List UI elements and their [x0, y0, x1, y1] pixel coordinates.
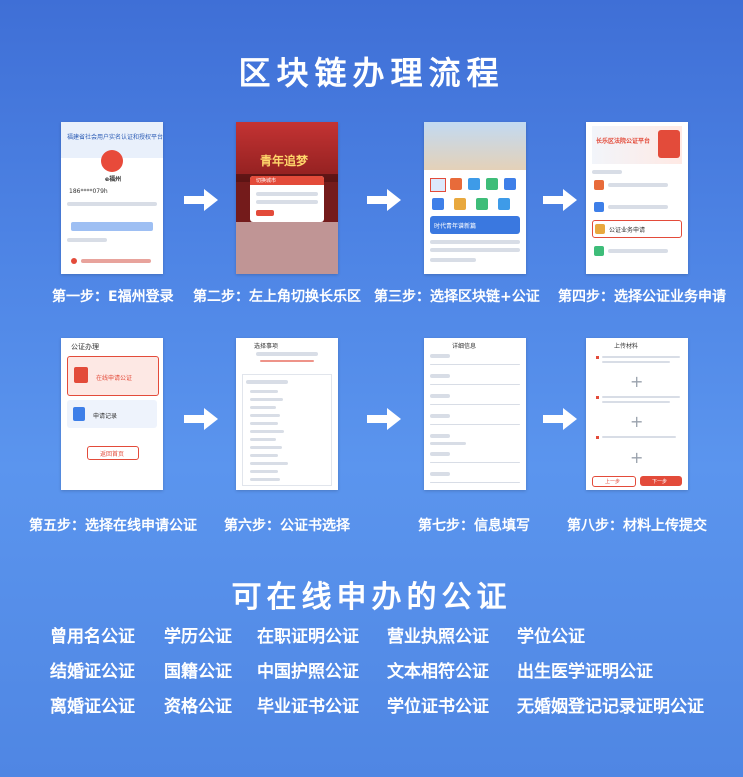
upload-plus-icon: + [630, 412, 644, 431]
upload-plus-icon: + [630, 372, 644, 391]
step1-phone: 186****079h [69, 188, 108, 195]
arrow-right-icon [367, 408, 401, 430]
cert-item: 资格公证 [164, 697, 232, 717]
step2-screen-title: 青年追梦 [260, 154, 309, 168]
cert-item: 营业执照公证 [387, 627, 489, 647]
process-title: 区块链办理流程 [238, 54, 505, 92]
step5-records-card: 申请记录 [67, 400, 157, 428]
cert-item: 学位证书公证 [387, 697, 489, 717]
step3-screenshot: 时代青年谱新篇 [424, 122, 526, 274]
step7-screenshot: 详细信息 [424, 338, 526, 490]
cert-item: 出生医学证明公证 [517, 662, 653, 682]
cert-row: 离婚证公证 资格公证 毕业证书公证 学位证书公证 无婚姻登记记录证明公证 [0, 692, 743, 720]
step8-screen-title: 上传材料 [614, 343, 639, 350]
efuzhou-logo-icon [101, 150, 123, 172]
step5-online-apply-card: 在线申请公证 [67, 356, 159, 396]
certs-title: 可在线申办的公证 [231, 580, 512, 615]
step3-label: 第三步：选择区块链+公证 [374, 289, 540, 305]
step8-screenshot: 上传材料 + + + 上一步 下一步 [586, 338, 688, 490]
cert-item: 无婚姻登记记录证明公证 [517, 697, 704, 717]
step6-screen-title: 选择事项 [254, 343, 279, 350]
arrow-right-icon [543, 408, 577, 430]
step3-banner: 时代青年谱新篇 [430, 216, 520, 234]
step1-app-name: 福建省社会用户实名认证和授权平台 [67, 134, 163, 141]
step7-screen-title: 详细信息 [452, 343, 477, 350]
step5-screenshot: 公证办理 在线申请公证 申请记录 返回首页 [61, 338, 163, 490]
step5-screen-title: 公证办理 [71, 343, 99, 351]
cert-item: 学位公证 [517, 627, 585, 647]
step7-label: 第七步：信息填写 [418, 518, 530, 534]
step2-label: 第二步：左上角切换长乐区 [193, 289, 361, 305]
cert-item: 曾用名公证 [50, 627, 135, 647]
step1-screen-title: e福州 [105, 176, 122, 183]
cert-item: 在职证明公证 [257, 627, 359, 647]
step5-home-button: 返回首页 [87, 446, 139, 460]
cert-item: 文本相符公证 [387, 662, 489, 682]
arrow-right-icon [184, 189, 218, 211]
cert-item: 毕业证书公证 [257, 697, 359, 717]
step8-prev-button: 上一步 [592, 476, 636, 487]
step2-city-popup: 切换城市 [250, 176, 324, 222]
cert-row: 曾用名公证 学历公证 在职证明公证 营业执照公证 学位公证 [0, 622, 743, 650]
cert-item: 国籍公证 [164, 662, 232, 682]
step8-next-button: 下一步 [640, 476, 682, 486]
upload-plus-icon: + [630, 448, 644, 467]
step1-login-button [71, 222, 153, 231]
arrow-right-icon [543, 189, 577, 211]
cert-item: 学历公证 [164, 627, 232, 647]
cert-item: 中国护照公证 [257, 662, 359, 682]
cert-item: 离婚证公证 [50, 697, 135, 717]
step2-screenshot: 青年追梦 切换城市 [236, 122, 338, 274]
cert-row: 结婚证公证 国籍公证 中国护照公证 文本相符公证 出生医学证明公证 [0, 657, 743, 685]
step1-screenshot: 福建省社会用户实名认证和授权平台 e福州 186****079h [61, 122, 163, 274]
step5-label: 第五步：选择在线申请公证 [29, 518, 197, 534]
step4-label: 第四步：选择公证业务申请 [558, 289, 726, 305]
cert-item: 结婚证公证 [50, 662, 135, 682]
step4-screenshot: 长乐区法院公证平台 公证业务申请 [586, 122, 688, 274]
step4-screen-title: 长乐区法院公证平台 [596, 138, 651, 145]
step6-label: 第六步：公证书选择 [224, 518, 350, 534]
arrow-right-icon [367, 189, 401, 211]
arrow-right-icon [184, 408, 218, 430]
step1-label: 第一步：E福州登录 [52, 289, 174, 305]
step4-notary-item: 公证业务申请 [592, 220, 682, 238]
step6-screenshot: 选择事项 [236, 338, 338, 490]
step8-label: 第八步：材料上传提交 [567, 518, 707, 534]
